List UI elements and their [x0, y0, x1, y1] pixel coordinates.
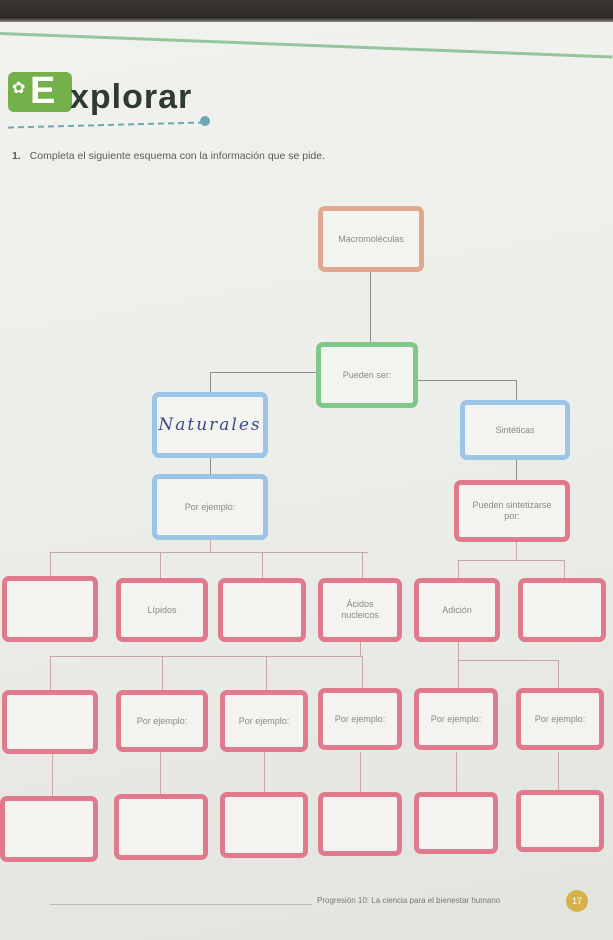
row3-box-4[interactable]: Ácidos nucleicos	[318, 578, 402, 642]
row3-box-3[interactable]	[218, 578, 306, 642]
row3-label-4: Ácidos nucleicos	[341, 599, 379, 620]
natural-example-label: Por ejemplo:	[184, 501, 236, 512]
connector-label: Pueden ser:	[342, 369, 392, 380]
row4-label-5: Por ejemplo:	[430, 713, 482, 724]
synthetic-label: Sintéticas	[495, 424, 535, 435]
root-label: Macromoléculas	[338, 233, 404, 244]
synthetic-sub-box: Pueden sintetizarse por:	[454, 480, 570, 542]
row4-box-3[interactable]: Por ejemplo:	[220, 690, 308, 752]
row4-label-2: Por ejemplo:	[136, 715, 188, 726]
row5-box-1[interactable]	[0, 796, 98, 862]
section-title: xplorar	[70, 78, 193, 116]
row5-box-4[interactable]	[318, 792, 402, 856]
natural-example-box: Por ejemplo:	[152, 474, 268, 540]
row3-box-5[interactable]: Adición	[414, 578, 500, 642]
row5-box-2[interactable]	[114, 794, 208, 860]
natural-box[interactable]: Naturales	[152, 392, 268, 458]
instruction-number: 1.	[12, 150, 21, 162]
row5-box-5[interactable]	[414, 792, 498, 854]
row5-box-6[interactable]	[516, 790, 604, 852]
instruction-text: Completa el siguiente esquema con la inf…	[29, 150, 326, 162]
root-box: Macromoléculas	[318, 206, 424, 272]
connector-box: Pueden ser:	[316, 342, 418, 408]
page-number-label: 17	[571, 896, 582, 906]
row4-box-1[interactable]	[2, 690, 98, 754]
row3-box-6[interactable]	[518, 578, 606, 642]
footer-text: Progresión 10: La ciencia para el bienes…	[317, 896, 501, 905]
row4-box-5[interactable]: Por ejemplo:	[414, 688, 498, 750]
row3-label-2: Lípidos	[147, 604, 177, 615]
synthetic-box: Sintéticas	[460, 400, 570, 460]
instruction: 1. Completa el siguiente esquema con la …	[12, 150, 325, 162]
natural-answer: Naturales	[158, 414, 262, 435]
row5-box-3[interactable]	[220, 792, 308, 858]
row4-label-6: Por ejemplo:	[534, 713, 586, 724]
synthetic-sub-label: Pueden sintetizarse por:	[472, 500, 552, 521]
section-logo	[8, 72, 72, 112]
page-number: 17	[566, 890, 588, 912]
row4-label-4: Por ejemplo:	[334, 713, 386, 724]
gear-icon: ✿	[12, 80, 26, 97]
row3-box-1[interactable]	[2, 576, 98, 642]
divider-dot	[200, 116, 210, 126]
row3-label-5: Adición	[442, 604, 472, 615]
row3-box-2[interactable]: Lípidos	[116, 578, 208, 642]
row4-box-6[interactable]: Por ejemplo:	[516, 688, 604, 750]
logo-letter: E	[30, 70, 56, 112]
row4-box-2[interactable]: Por ejemplo:	[116, 690, 208, 752]
row4-box-4[interactable]: Por ejemplo:	[318, 688, 402, 750]
footer-rule	[50, 904, 312, 905]
row4-label-3: Por ejemplo:	[238, 715, 290, 726]
